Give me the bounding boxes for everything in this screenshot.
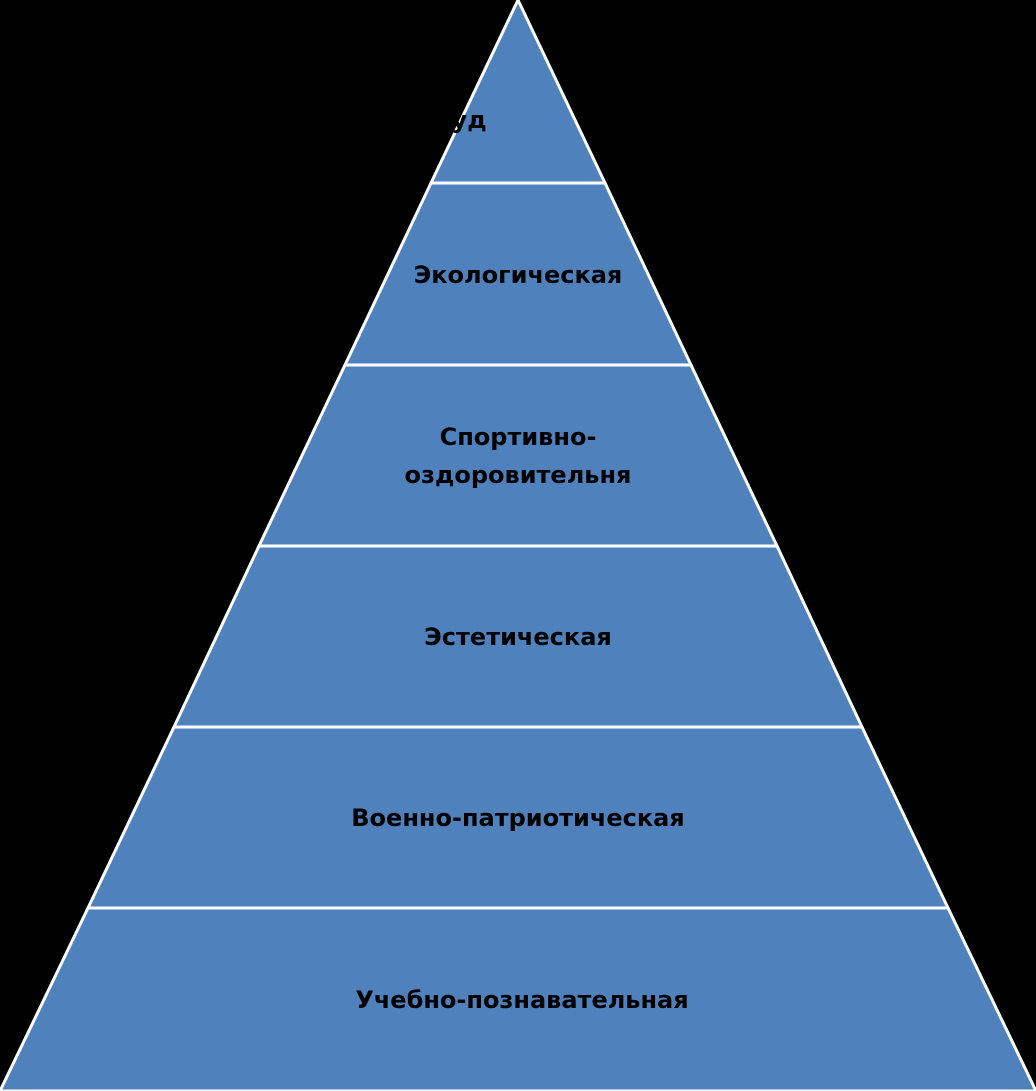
pyramid-tier-1 [428,0,608,185]
tier-label-5: Военно-патриотическая [351,804,684,832]
tier-label-4: Эстетическая [424,623,612,651]
tier-label-6: Учебно-познавательная [355,986,688,1014]
top-label-mask [380,90,444,140]
tier-label-2: Экологическая [414,261,623,289]
tier-label-3: Спортивно-оздоровительня [405,423,632,489]
pyramid-tier-3 [256,363,780,548]
pyramid-tier-6 [0,906,1036,1091]
